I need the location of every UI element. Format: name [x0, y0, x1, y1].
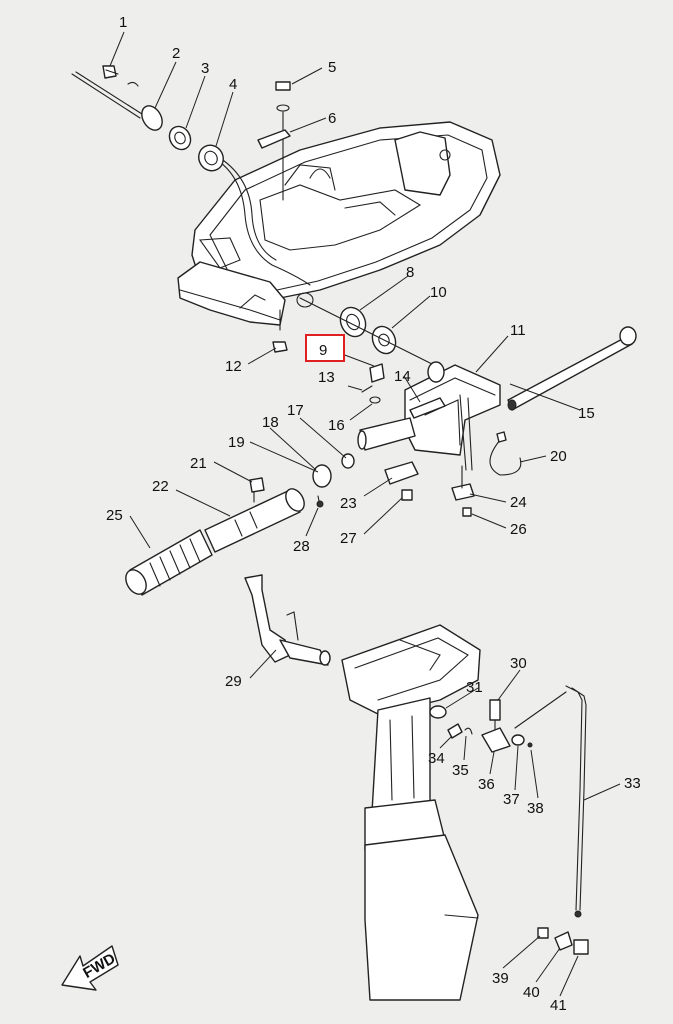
callout-6: 1 — [119, 14, 127, 31]
stop-switch-assembly — [71, 65, 224, 172]
washers-26-28 — [429, 705, 473, 739]
callout-5: 2 — [172, 45, 180, 62]
plate-41 — [409, 397, 446, 419]
callout-33: 36 — [478, 776, 495, 793]
callout-34: 30 — [510, 655, 527, 672]
grommet-collar — [299, 297, 441, 369]
steering-bracket — [357, 361, 501, 471]
callout-39: 41 — [550, 997, 567, 1014]
highlight-box — [305, 334, 345, 362]
lower-casing — [341, 624, 481, 1001]
callout-29: 6 — [328, 110, 336, 127]
callout-36: 37 — [503, 791, 520, 808]
callout-4: 10 — [430, 284, 447, 301]
callout-30: 12 — [225, 358, 242, 375]
callout-15: 25 — [106, 507, 123, 524]
callout-19: 21 — [190, 455, 207, 472]
leader-lines — [109, 31, 621, 997]
bottom-cowling — [177, 121, 501, 326]
clamps-38-40 — [537, 927, 589, 955]
callout-18: 18 — [262, 414, 279, 431]
throttle-grip — [125, 453, 355, 596]
callout-10: 23 — [340, 495, 357, 512]
callout-38: 40 — [523, 984, 540, 1001]
callout-17: 17 — [287, 402, 304, 419]
callout-25: 29 — [225, 673, 242, 690]
callout-9: 9 — [319, 342, 327, 359]
nut-30 — [272, 309, 288, 353]
callout-14: 22 — [152, 478, 169, 495]
clip-22 — [451, 465, 475, 517]
callout-labels: 1 2 3 4 5 6 8 10 11 12 13 14 15 16 17 18… — [106, 14, 641, 1014]
callout-22: 24 — [510, 494, 527, 511]
highlighted-callout-9: 9 — [305, 334, 345, 362]
small-parts-12-13 — [361, 363, 385, 404]
rod-35 — [565, 685, 583, 911]
callout-41: 14 — [394, 368, 411, 385]
throttle-cable — [213, 157, 311, 286]
wire-24 — [489, 439, 522, 476]
callout-23: 26 — [510, 521, 527, 538]
callout-24: 20 — [550, 448, 567, 465]
callout-35: 33 — [624, 775, 641, 792]
callout-8: 3 — [201, 60, 209, 77]
callout-1: 11 — [510, 322, 526, 339]
shaft-21 — [507, 326, 637, 411]
callout-3: 4 — [229, 76, 237, 93]
callout-40: 39 — [492, 970, 509, 987]
callout-26: 35 — [452, 762, 469, 779]
bolt-and-clamp — [257, 81, 291, 201]
fwd-arrow: FWD — [61, 945, 119, 991]
callout-31: 5 — [328, 59, 336, 76]
callout-21: 15 — [578, 405, 595, 422]
plate-10 — [384, 461, 419, 501]
link-33-37 — [481, 691, 567, 753]
callout-16: 19 — [228, 434, 245, 451]
callout-13: 16 — [328, 417, 345, 434]
callout-11: 27 — [340, 530, 357, 547]
callout-12: 13 — [318, 369, 335, 386]
shift-lever — [244, 574, 331, 666]
callout-2: 8 — [406, 264, 414, 281]
callout-27: 34 — [428, 750, 445, 767]
callout-28: 31 — [466, 679, 483, 696]
callout-20: 28 — [293, 538, 310, 555]
callout-37: 38 — [527, 800, 544, 817]
